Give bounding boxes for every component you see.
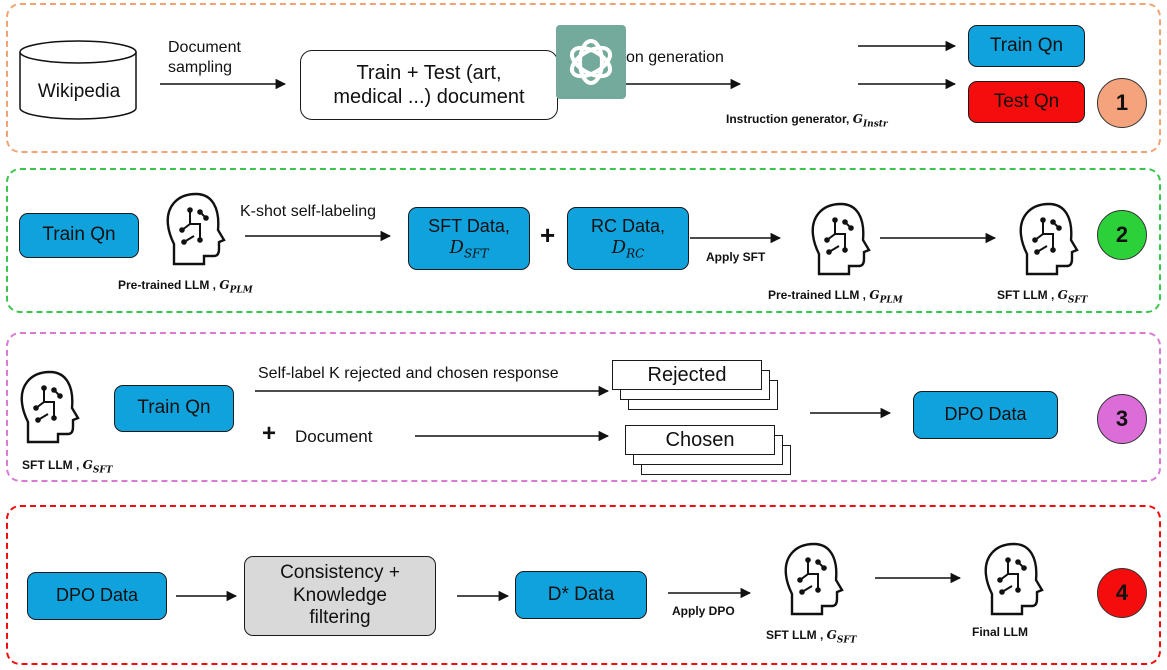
rejected-stack: Rejected: [612, 360, 787, 435]
sft-llm-caption: SFT LLM , GSFT: [997, 288, 1088, 306]
brain-head-icon-sft-4: [784, 542, 844, 616]
pretrained-llm-caption-2: Pre-trained LLM , GPLM: [768, 288, 903, 306]
step-3-badge: 3: [1097, 394, 1147, 444]
document-box: Train + Test (art, medical ...) document: [300, 50, 558, 120]
brain-head-icon-sft: [1019, 202, 1079, 276]
panel-dpo-data: [6, 332, 1161, 482]
train-qn-box-3: Train Qn: [114, 385, 234, 432]
sft-data-box: SFT Data, DSFT: [408, 207, 530, 270]
instruction-generator-caption: Instruction generator, GInstr: [726, 112, 888, 130]
apply-dpo-label: Apply DPO: [672, 604, 735, 618]
test-qn-box: Test Qn: [968, 81, 1085, 123]
k-shot-self-labeling-label: K-shot self-labeling: [240, 203, 377, 220]
panel-dpo-training: [6, 505, 1161, 665]
pretrained-llm-caption: Pre-trained LLM , GPLM: [118, 278, 253, 296]
apply-sft-label: Apply SFT: [706, 250, 766, 264]
sft-llm-caption-3: SFT LLM , GSFT: [22, 458, 113, 476]
brain-head-icon-pretrained: [166, 192, 226, 266]
rejected-card: Rejected: [612, 360, 762, 390]
chosen-stack: Chosen: [625, 425, 800, 500]
step-4-badge: 4: [1097, 568, 1147, 618]
plus-sign: +: [540, 220, 556, 250]
database-cylinder-icon: [19, 40, 137, 120]
train-qn-box-2: Train Qn: [19, 213, 139, 258]
train-qn-box: Train Qn: [968, 25, 1085, 67]
consistency-filter-box: Consistency + Knowledge filtering: [244, 556, 436, 636]
document-label: Document: [295, 427, 373, 446]
step-2-badge: 2: [1097, 210, 1147, 260]
plus-sign-3: +: [262, 420, 277, 447]
openai-logo-icon: [556, 25, 626, 99]
self-label-response-label: Self-label K rejected and chosen respons…: [258, 365, 559, 382]
chosen-card: Chosen: [625, 425, 775, 455]
panel-instruction-generation: [6, 3, 1161, 153]
brain-head-icon-final: [984, 542, 1044, 616]
rc-data-box: RC Data, DRC: [567, 207, 689, 270]
panel-sft: [6, 168, 1161, 313]
sft-llm-caption-4: SFT LLM , GSFT: [766, 628, 857, 646]
brain-head-icon-sft-3: [20, 370, 80, 444]
dpo-data-box: DPO Data: [913, 391, 1058, 439]
brain-head-icon-pretrained-2: [811, 202, 871, 276]
step-1-badge: 1: [1097, 78, 1147, 128]
document-sampling-label: Document sampling: [168, 39, 241, 76]
dstar-data-box: D* Data: [515, 571, 647, 619]
dpo-data-box-4: DPO Data: [27, 572, 167, 620]
final-llm-caption: Final LLM: [972, 625, 1028, 639]
wikipedia-label: Wikipedia: [37, 81, 121, 102]
